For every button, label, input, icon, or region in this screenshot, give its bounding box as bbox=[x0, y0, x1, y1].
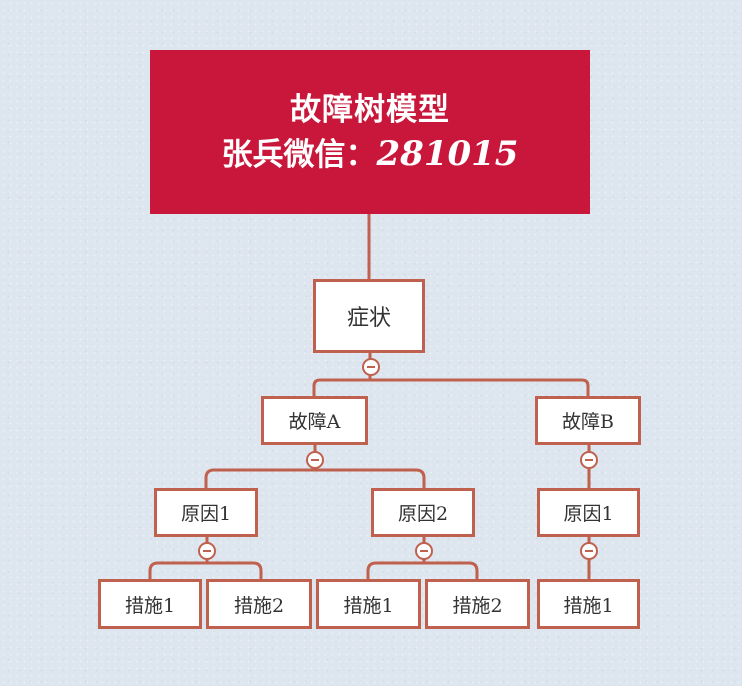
fault-b-cause-1-node[interactable]: 原因1 bbox=[537, 488, 640, 537]
minus-circle-icon[interactable] bbox=[580, 542, 598, 560]
minus-circle-icon[interactable] bbox=[362, 358, 380, 376]
symptom-node[interactable]: 症状 bbox=[313, 279, 425, 353]
fault-a-cause-2-node[interactable]: 原因2 bbox=[371, 488, 475, 537]
minus-circle-icon[interactable] bbox=[580, 451, 598, 469]
fault-a-cause-1-measure-2-node[interactable]: 措施2 bbox=[206, 579, 312, 629]
fault-b-node[interactable]: 故障B bbox=[535, 396, 641, 445]
fault-a-node[interactable]: 故障A bbox=[261, 396, 368, 445]
fault-a-cause-1-measure-1-node[interactable]: 措施1 bbox=[98, 579, 202, 629]
fault-a-cause-1-node[interactable]: 原因1 bbox=[154, 488, 258, 537]
fault-a-cause-2-measure-2-node[interactable]: 措施2 bbox=[425, 579, 530, 629]
root-title: 故障树模型 bbox=[290, 91, 450, 128]
root-subtitle: 张兵微信：281015 bbox=[222, 132, 519, 177]
root-topic[interactable]: 故障树模型 张兵微信：281015 bbox=[150, 50, 590, 214]
minus-circle-icon[interactable] bbox=[198, 542, 216, 560]
fault-b-cause-1-measure-1-node[interactable]: 措施1 bbox=[537, 579, 640, 629]
fault-a-cause-2-measure-1-node[interactable]: 措施1 bbox=[316, 579, 421, 629]
minus-circle-icon[interactable] bbox=[415, 542, 433, 560]
root-subtitle-number: 281015 bbox=[376, 133, 519, 174]
minus-circle-icon[interactable] bbox=[306, 451, 324, 469]
root-subtitle-prefix: 张兵微信： bbox=[221, 136, 377, 173]
